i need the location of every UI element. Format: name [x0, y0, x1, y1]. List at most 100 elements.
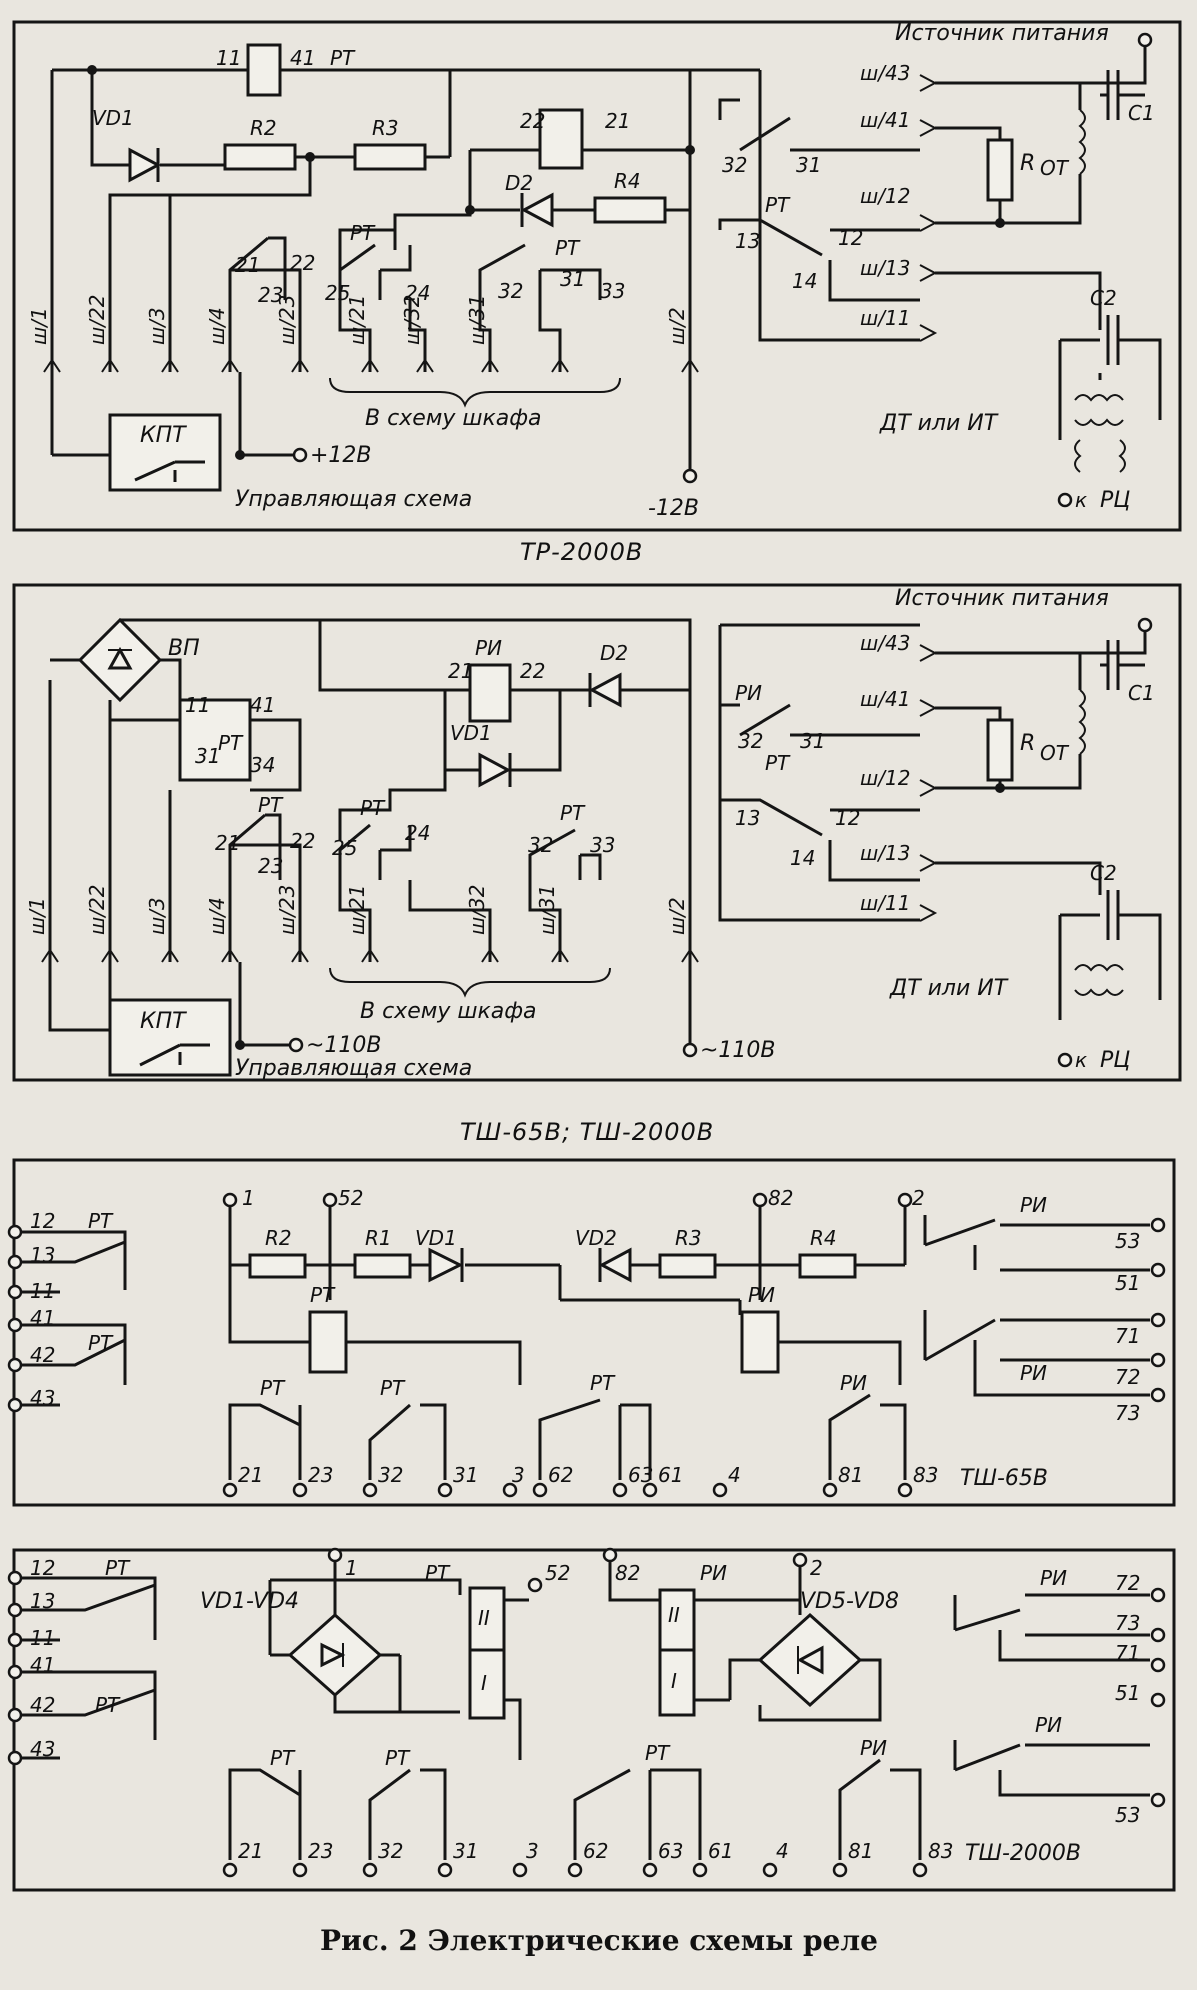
svg-text:ш/23: ш/23	[275, 295, 299, 346]
model-tsh-65v-label: ТШ-65В	[960, 1466, 1048, 1491]
vd1-diode	[428, 1247, 464, 1283]
panel-frame	[12, 583, 1182, 1082]
svg-text:81: 81	[838, 1463, 863, 1487]
power-source-label: Источник питания	[895, 21, 1109, 46]
sockets-row: ш/1 ш/22 ш/3 ш/4 ш/23 ш/21 ш/32 ш/31 ш/2	[25, 690, 699, 963]
svg-text:21: 21	[238, 1839, 263, 1863]
svg-text:ш/13: ш/13	[860, 256, 911, 280]
svg-text:32: 32	[378, 1463, 403, 1487]
svg-text:РТ: РТ	[260, 1376, 286, 1400]
svg-text:13: 13	[735, 806, 760, 830]
right-terminals: 53 51 71 72 73	[1115, 1217, 1166, 1425]
svg-text:D2: D2	[600, 641, 628, 665]
c1-label: C1	[1128, 101, 1155, 125]
rt-coil	[178, 698, 252, 782]
svg-text:22: 22	[520, 109, 545, 133]
svg-text:53: 53	[1115, 1803, 1140, 1827]
svg-text:32: 32	[378, 1839, 403, 1863]
ri-coil	[538, 108, 584, 170]
svg-text:1: 1	[345, 1556, 358, 1580]
panel-tsh-2000v: 12 13 11 41 42 43 РТ РТ 1 VD1-VD4 II I Р…	[7, 1547, 1176, 1892]
svg-text:82: 82	[615, 1561, 640, 1585]
svg-text:23: 23	[258, 854, 283, 878]
svg-text:ш/32: ш/32	[465, 885, 489, 936]
svg-text:ш/43: ш/43	[860, 631, 911, 655]
svg-text:25: 25	[325, 281, 350, 305]
svg-text:ш/31: ш/31	[465, 295, 489, 346]
svg-text:31: 31	[195, 744, 220, 768]
svg-text:63: 63	[658, 1839, 683, 1863]
sockets-row: ш/1 ш/22 ш/3 ш/4 ш/23 ш/21 ш/32 ш/31 ш/2	[27, 70, 699, 373]
svg-text:I: I	[481, 1671, 487, 1695]
svg-text:ш/11: ш/11	[860, 306, 911, 330]
svg-text:РТ: РТ	[88, 1209, 114, 1233]
svg-text:РТ: РТ	[380, 1376, 406, 1400]
c2-label: C2	[1090, 286, 1117, 310]
svg-text:РИ: РИ	[860, 1736, 887, 1760]
svg-text:РТ: РТ	[560, 801, 586, 825]
svg-text:РТ: РТ	[645, 1741, 671, 1765]
svg-text:32: 32	[738, 729, 763, 753]
svg-text:ш/31: ш/31	[535, 885, 559, 936]
svg-text:32: 32	[722, 153, 747, 177]
svg-text:C1: C1	[1128, 681, 1155, 705]
svg-text:ш/23: ш/23	[275, 885, 299, 936]
svg-text:61: 61	[658, 1463, 683, 1487]
to-cabinet-label: В схему шкафа	[365, 406, 542, 431]
svg-text:ш/32: ш/32	[400, 295, 424, 346]
pin-41: 41	[290, 46, 315, 70]
svg-text:24: 24	[405, 821, 430, 845]
svg-text:I: I	[671, 1669, 677, 1693]
svg-text:53: 53	[1115, 1229, 1140, 1253]
svg-text:1: 1	[242, 1186, 255, 1210]
r4-resistor	[798, 1253, 857, 1279]
svg-text:РТ: РТ	[350, 221, 376, 245]
svg-text:ш/4: ш/4	[205, 897, 229, 935]
vp-label: ВП	[168, 636, 200, 661]
svg-text:РИ: РИ	[700, 1561, 727, 1585]
r3-resistor	[658, 1253, 717, 1279]
svg-text:РТ: РТ	[88, 1331, 114, 1355]
model-title-tr-2000v: ТР-2000В	[520, 538, 643, 566]
svg-text:РТ: РТ	[258, 793, 284, 817]
svg-text:КПТ: КПТ	[140, 1009, 187, 1034]
bottom-terminals: 21 23 32 31 3 62 63 61 4 81 83	[222, 1839, 953, 1878]
svg-text:РТ: РТ	[105, 1556, 131, 1580]
svg-text:42: 42	[30, 1693, 55, 1717]
svg-text:42: 42	[30, 1343, 55, 1367]
svg-text:R2: R2	[265, 1226, 292, 1250]
svg-text:ш/43: ш/43	[860, 61, 911, 85]
svg-text:61: 61	[708, 1839, 733, 1863]
svg-text:Управляющая схема: Управляющая схема	[235, 1056, 472, 1081]
kpt-label: КПТ	[140, 423, 187, 448]
svg-text:РИ: РИ	[1035, 1713, 1062, 1737]
svg-text:ш/41: ш/41	[860, 687, 911, 711]
svg-text:21: 21	[448, 659, 473, 683]
svg-text:РИ: РИ	[1040, 1566, 1067, 1590]
rt-coil	[468, 1586, 506, 1720]
d2-diode	[588, 672, 622, 708]
svg-text:ш/12: ш/12	[860, 184, 911, 208]
svg-text:РЦ: РЦ	[1100, 1048, 1130, 1073]
svg-text:к: к	[1075, 1048, 1087, 1072]
plus-12v-label: +12В	[310, 443, 372, 468]
r4-resistor	[593, 196, 667, 224]
svg-text:ш/13: ш/13	[860, 841, 911, 865]
svg-text:22: 22	[520, 659, 545, 683]
svg-text:РТ: РТ	[218, 731, 244, 755]
svg-text:РТ: РТ	[270, 1746, 296, 1770]
model-title-tsh: ТШ-65В; ТШ-2000В	[460, 1118, 714, 1146]
svg-text:РТ: РТ	[360, 796, 386, 820]
svg-text:52: 52	[338, 1186, 363, 1210]
svg-text:РТ: РТ	[765, 193, 791, 217]
svg-text:ш/1: ш/1	[27, 307, 51, 345]
svg-text:22: 22	[290, 251, 315, 275]
svg-text:83: 83	[928, 1839, 953, 1863]
svg-text:ш/21: ш/21	[345, 295, 369, 346]
svg-text:ОТ: ОТ	[1040, 741, 1070, 765]
svg-text:21: 21	[215, 831, 240, 855]
svg-text:51: 51	[1115, 1681, 1140, 1705]
svg-text:РИ: РИ	[748, 1283, 775, 1307]
svg-text:R: R	[1020, 731, 1035, 756]
